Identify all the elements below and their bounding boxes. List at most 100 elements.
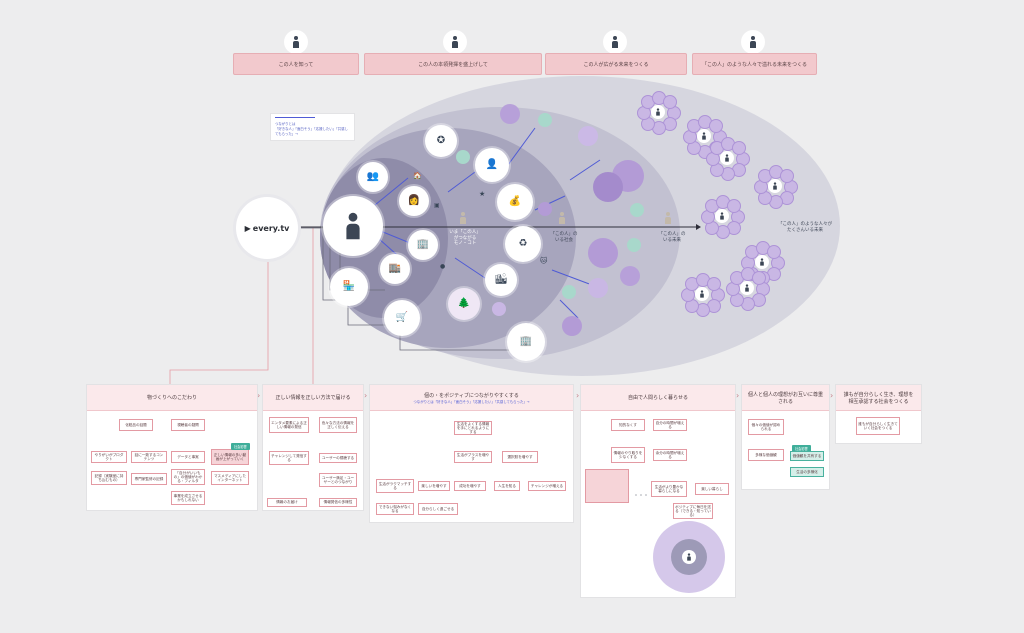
coin-icon: ● — [440, 263, 446, 270]
bookmark-icon: ▣ — [434, 202, 440, 209]
person-icon-stage-1 — [284, 30, 308, 54]
panel-1-box: 視聴者の疑問 — [171, 419, 205, 431]
panel-5-title: 個人と個人の理想がお互いに尊重される — [742, 385, 829, 411]
cluster-person-icon — [720, 151, 734, 165]
dot-teal — [562, 285, 576, 299]
cluster-circle — [731, 141, 746, 156]
node-office[interactable]: 🏢 — [507, 323, 545, 361]
panel-1-box: データと事実 — [171, 451, 205, 463]
panel-3-box: 成功を増やす — [454, 481, 486, 491]
panel-2-box: 情報のお届け — [267, 498, 307, 507]
panel-4: 自由で人間らしく暮らせる 知的なくす 自分の時間が増える 情報のやり取りを少なく… — [580, 384, 736, 598]
node-money-bag[interactable]: 💰 — [497, 184, 533, 220]
panel-5-box: 価値観を共有する — [790, 451, 824, 461]
dot-lavender — [492, 302, 506, 316]
cluster-person-icon — [740, 281, 754, 295]
dot-lavender — [620, 266, 640, 286]
community-icon: ✪ — [436, 135, 446, 146]
svg-text:›: › — [576, 391, 579, 400]
cluster-person-icon — [695, 287, 709, 301]
cluster-circle — [751, 271, 766, 286]
dot-teal — [630, 203, 644, 217]
panel-3-box: 生活がプラスを増やす — [454, 451, 492, 463]
stage-label-1: この人を知って — [233, 53, 359, 75]
legend-line — [275, 117, 315, 118]
shopping-icon: 🛒 — [395, 312, 409, 323]
tree-icon: 🌲 — [457, 298, 471, 309]
panel-4-box: ポジティブに毎日を送る（できる・知っている） — [673, 503, 713, 519]
panel-3-subtitle: つながりとは「好きな人」「面白そう」「応援したい」「共感してもらった」→ — [413, 399, 530, 404]
logo-text: every.tv — [252, 223, 290, 233]
cluster-person-icon — [651, 105, 665, 119]
people-group-icon: 👥 — [366, 171, 380, 182]
cluster-circle — [662, 95, 677, 110]
panel-5: 個人と個人の理想がお互いに尊重される 個々の価値が認められる 多様な価値観 社会… — [741, 384, 830, 490]
panel-4-box: 余分の時間が増える — [653, 449, 687, 461]
dot-teal — [627, 238, 641, 252]
cluster-circle — [766, 245, 781, 260]
panel-3-box: 人生を知る — [494, 481, 520, 491]
legend-text: 「好きな人」「面白そう」「応援したい」「共感してもらった」→ — [275, 127, 348, 136]
node-shopping[interactable]: 🛒 — [384, 300, 420, 336]
panel-2-title: 正しい情報を正しい方法で届ける — [263, 385, 363, 411]
node-tree[interactable]: 🌲 — [448, 288, 480, 320]
every-tv-logo: ▶ every.tv — [236, 197, 298, 259]
city-icon: 🏙 — [494, 274, 508, 285]
person-icon-now — [458, 212, 468, 224]
panel-3: 個の・をポジティブにつながりやすくする つながりとは「好きな人」「面白そう」「応… — [369, 384, 574, 523]
ellipsis: ・・・ — [633, 493, 649, 499]
house-icon: 🏠 — [413, 172, 422, 180]
dot-lavender — [593, 172, 623, 202]
panel-4-box: 自分の時間が増える — [653, 419, 687, 431]
panel-6-title: 誰もが自分らしく生き、理想を相互承認する社会をつくる — [836, 385, 921, 411]
svg-text:›: › — [830, 391, 833, 400]
stage-label-3: この人が広がる未来をつくる — [545, 53, 687, 75]
node-woman-laptop[interactable]: 👩 — [399, 186, 429, 216]
panel-3-box: 楽しいを増やす — [418, 481, 450, 491]
panel-2: 正しい情報を正しい方法で届ける エンタメ要素による正しい情報の発信 色々な方法の… — [262, 384, 364, 511]
cluster-person-icon — [715, 209, 729, 223]
panel-1-title: 物づくりへのこだわり — [87, 385, 257, 411]
panel-2-box: エンタメ要素による正しい情報の発信 — [269, 417, 309, 433]
person-icon-future — [663, 212, 673, 224]
stage-label-4: 「この人」のような人々で溢れる未来をつくる — [692, 53, 817, 75]
panel-4-title: 自由で人間らしく暮らせる — [581, 385, 735, 411]
node-shop[interactable]: 🏬 — [380, 254, 410, 284]
dot-lavender — [500, 104, 520, 124]
cluster-circle — [779, 169, 794, 184]
woman-laptop-icon: 👩 — [407, 195, 421, 206]
panel-5-box: 生活の多様化 — [790, 467, 824, 477]
panel-2-box: チャレンジして発信する — [269, 451, 309, 465]
recycle-icon: ♻ — [518, 238, 528, 249]
node-community[interactable]: ✪ — [425, 125, 457, 157]
stage-label-2: この人の本領発揮を盛上げして — [364, 53, 542, 75]
node-group[interactable]: 👥 — [358, 162, 388, 192]
panel-2-box: 情報発信の多様性 — [319, 498, 357, 507]
legend-title: つながりとは — [275, 122, 296, 126]
panel-3-title: 個の・をポジティブにつながりやすくする — [424, 392, 519, 399]
node-city[interactable]: 🏙 — [485, 264, 517, 296]
cluster-circle — [708, 119, 723, 134]
dot-teal — [456, 150, 470, 164]
panel-6-box: 誰もが自分らしく生きていく社会をつくる — [856, 417, 900, 435]
panel-3-header: 個の・をポジティブにつながりやすくする つながりとは「好きな人」「面白そう」「応… — [370, 385, 573, 411]
panel-2-box: ユーザー満足・ユーザーとのつながり — [319, 473, 357, 487]
panel-1-box: 専門家監修の記録 — [131, 473, 167, 485]
dot-lavender — [578, 126, 598, 146]
panel-3-box: 自分らしく過ごせる — [418, 503, 458, 515]
cluster-person-icon — [755, 255, 769, 269]
legend-card: つながりとは 「好きな人」「面白そう」「応援したい」「共感してもらった」→ — [270, 113, 355, 141]
node-mentor[interactable]: 👤 — [475, 148, 509, 182]
panel-4-box: 情報のやり取りを少なくする — [611, 447, 645, 463]
panel-4-box: 楽しい暮らし — [695, 483, 729, 495]
shop-icon: 🏬 — [388, 263, 402, 274]
panel-1-box: 事業を成立させるかもしれない — [171, 491, 205, 505]
panel-3-box: できない悩みがなくなる — [376, 503, 414, 515]
central-person-node[interactable] — [323, 196, 383, 256]
node-market[interactable]: 🏪 — [330, 268, 368, 306]
cat-icon: 🐱 — [540, 257, 548, 265]
cluster-circle — [726, 199, 741, 214]
node-recycle[interactable]: ♻ — [505, 226, 541, 262]
node-building[interactable]: 🏢 — [408, 230, 438, 260]
play-icon: ▶ — [244, 223, 251, 233]
